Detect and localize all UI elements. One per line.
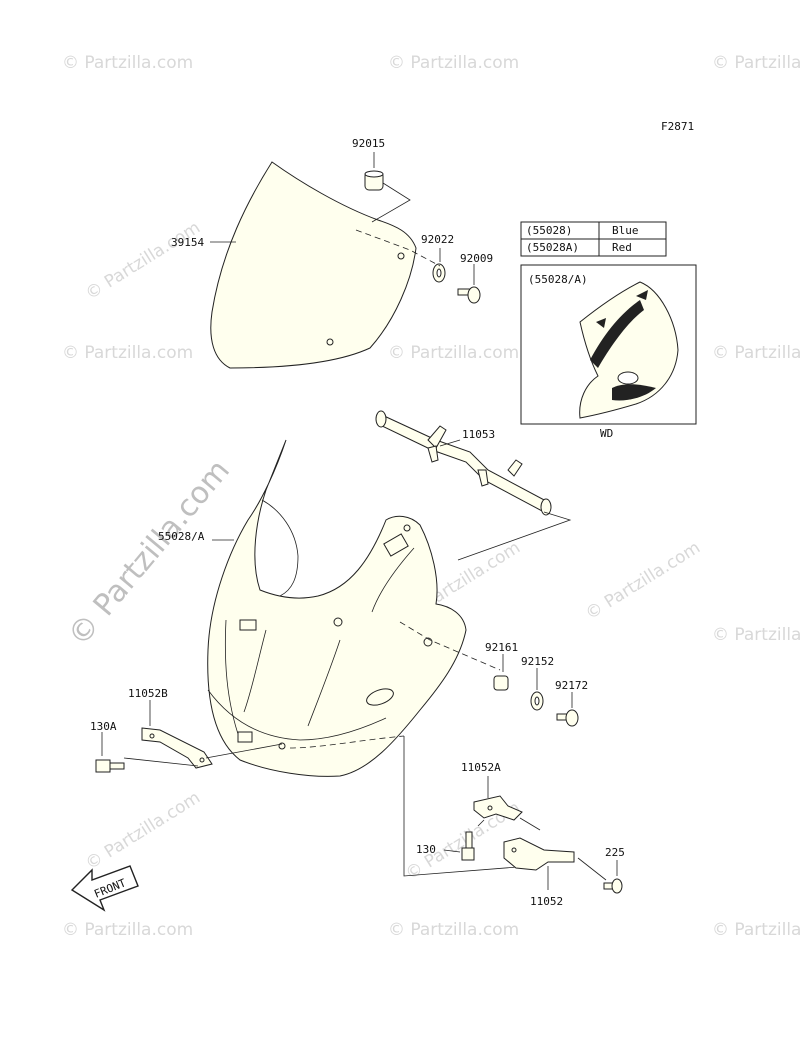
grommet-92161 (493, 654, 509, 691)
watermark: © Partzilla.com (712, 53, 800, 73)
watermarks: © Partzilla.com © Partzilla.com © Partzi… (61, 53, 800, 940)
part-label: 55028/A (158, 530, 205, 543)
bolt-130 (443, 819, 485, 861)
leader-lines-top (210, 152, 475, 285)
watermark: © Partzilla.com (82, 788, 204, 874)
part-label: 225 (605, 846, 625, 859)
watermark: © Partzilla.com (388, 920, 519, 940)
screw-225 (603, 860, 623, 894)
watermark: © Partzilla.com (82, 218, 204, 304)
watermark: © Partzilla.com (712, 625, 800, 645)
windshield-39154 (210, 161, 417, 369)
part-label: 11052B (128, 687, 168, 700)
color-table-code: (55028) (526, 224, 572, 237)
part-label: 92009 (460, 252, 493, 265)
part-label: 92015 (352, 137, 385, 150)
part-labels: 92015 39154 92022 92009 11053 55028/A 92… (90, 137, 625, 908)
color-table-code: (55028A) (526, 241, 579, 254)
part-label: 11052 (530, 895, 563, 908)
watermark: © Partzilla.com (388, 53, 519, 73)
watermark: © Partzilla.com (62, 920, 193, 940)
screw-92009 (457, 286, 481, 304)
washer-92022 (432, 263, 446, 283)
bracket-11052a (473, 776, 541, 831)
color-table-color: Blue (612, 224, 639, 237)
bolt-130a (95, 732, 125, 773)
part-label: 92152 (521, 655, 554, 668)
inset-caption: WD (600, 427, 613, 440)
inset-title: (55028/A) (528, 273, 588, 286)
bracket-11053 (375, 410, 572, 561)
screw-92172 (556, 692, 579, 727)
part-label: 92022 (421, 233, 454, 246)
part-label: 11053 (462, 428, 495, 441)
front-arrow: FRONT (70, 865, 139, 912)
bracket-11052 (503, 837, 607, 890)
watermark: © Partzilla.com (62, 53, 193, 73)
color-table: (55028) Blue (55028A) Red (520, 221, 667, 257)
part-label: 92161 (485, 641, 518, 654)
color-table-color: Red (612, 241, 632, 254)
watermark: © Partzilla.com (582, 538, 704, 624)
part-label: 130A (90, 720, 117, 733)
grommet-92015 (364, 170, 384, 191)
watermark: © Partzilla.com (388, 343, 519, 363)
part-label: 92172 (555, 679, 588, 692)
part-label: 11052A (461, 761, 501, 774)
upper-cowl-55028-a (207, 439, 501, 777)
inset-box: (55028/A) WD (520, 264, 697, 440)
figure-code: F2871 (661, 120, 694, 133)
watermark: © Partzilla.com (712, 343, 800, 363)
watermark: © Partzilla.com (62, 343, 193, 363)
bracket-11052b (123, 700, 283, 769)
washer-92152 (530, 668, 544, 711)
part-label: 39154 (171, 236, 204, 249)
part-label: 130 (416, 843, 436, 856)
leader-lines-lower (403, 736, 531, 877)
watermark: © Partzilla.com (712, 920, 800, 940)
